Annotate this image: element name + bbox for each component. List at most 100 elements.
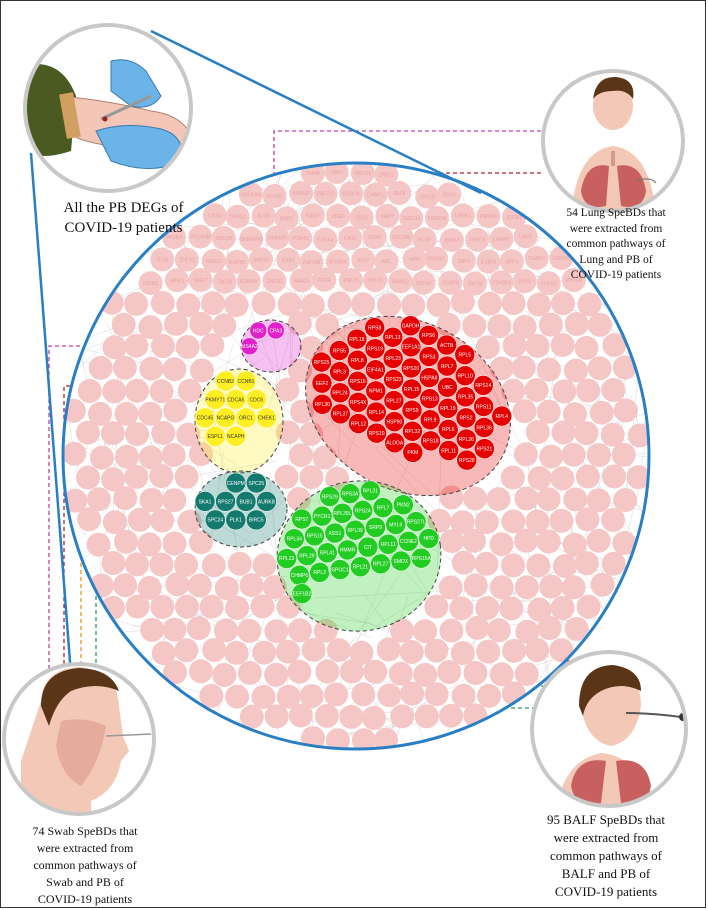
background-gene-node bbox=[424, 638, 449, 663]
red-gene-label: RPL24 bbox=[332, 391, 348, 397]
green-gene-node: RPL31 bbox=[360, 480, 381, 502]
background-gene-node bbox=[611, 442, 636, 467]
balf-illustration bbox=[530, 650, 688, 808]
yellow-gene-node: CDC6 bbox=[246, 389, 267, 410]
background-gene-node bbox=[413, 619, 438, 644]
teal-gene-label: SPC24 bbox=[207, 518, 223, 524]
background-gene-node bbox=[561, 442, 586, 467]
background-gene-node bbox=[125, 552, 149, 577]
red-gene-circle bbox=[402, 421, 423, 442]
background-gene-node bbox=[138, 271, 163, 296]
red-gene-node: RPS2 bbox=[455, 407, 477, 429]
background-gene-node bbox=[188, 224, 213, 249]
red-gene-node: RPS25 bbox=[311, 351, 332, 373]
green-gene-node: RPL27 bbox=[370, 553, 391, 575]
background-gene-node bbox=[362, 225, 387, 250]
background-gene-node bbox=[415, 184, 440, 209]
background-gene-node bbox=[150, 291, 175, 315]
background-gene-label: FAM208 bbox=[428, 216, 447, 222]
background-gene-node bbox=[552, 554, 577, 579]
background-gene-node bbox=[312, 267, 337, 292]
background-gene-node bbox=[626, 465, 649, 490]
background-gene-node bbox=[139, 356, 164, 381]
background-gene-node bbox=[277, 292, 302, 317]
swab-caption-line: COVID-19 patients bbox=[37, 892, 133, 906]
red-gene-node: RPS14 bbox=[473, 375, 494, 396]
yellow-gene-circle bbox=[225, 389, 247, 410]
network-edge bbox=[357, 192, 400, 258]
background-gene-node bbox=[211, 225, 236, 250]
yellow-gene-circle bbox=[215, 407, 236, 429]
magenta-gene-node: MS4A2 bbox=[240, 337, 259, 356]
green-gene-label: HMMR bbox=[340, 548, 356, 554]
network-edge bbox=[108, 696, 264, 749]
background-gene-label: SNRNP40 bbox=[240, 237, 263, 243]
background-gene-node bbox=[465, 227, 490, 252]
red-gene-node: ALDOA bbox=[384, 432, 405, 454]
background-gene-node bbox=[274, 464, 299, 489]
green-gene-circle bbox=[393, 494, 414, 515]
green-gene-circle bbox=[304, 525, 325, 547]
background-gene-node bbox=[176, 422, 201, 447]
background-gene-label: PHF21 bbox=[367, 278, 383, 284]
network-edge bbox=[186, 460, 277, 478]
red-gene-label: RPL5 bbox=[459, 352, 472, 358]
green-gene-label: CCNE2 bbox=[400, 539, 417, 545]
background-gene-node bbox=[589, 400, 614, 425]
teal-gene-circle bbox=[256, 491, 277, 512]
red-gene-label: RPL37 bbox=[333, 412, 349, 418]
green-gene-node: RPS24 bbox=[352, 500, 373, 521]
background-gene-node bbox=[487, 314, 512, 339]
background-gene-node bbox=[212, 313, 237, 338]
background-gene-node bbox=[436, 312, 461, 337]
background-gene-node bbox=[525, 509, 550, 534]
background-gene-label: CA12 bbox=[344, 236, 357, 242]
red-gene-label: EEF2 bbox=[316, 381, 329, 387]
green-gene-label: HPD bbox=[423, 536, 434, 542]
background-gene-node bbox=[276, 420, 300, 445]
red-gene-circle bbox=[347, 392, 369, 413]
background-gene-label: MYO9A bbox=[329, 260, 347, 266]
red-gene-circle bbox=[382, 326, 404, 348]
background-gene-node bbox=[562, 402, 587, 427]
background-gene-node bbox=[390, 704, 415, 729]
yellow-gene-label: CDC6 bbox=[249, 397, 263, 403]
red-gene-label: RPS5 bbox=[333, 348, 346, 354]
green-gene-circle bbox=[276, 548, 297, 569]
background-gene-node bbox=[287, 618, 312, 643]
green-gene-circle bbox=[357, 536, 379, 558]
red-gene-node: RPL3 bbox=[329, 361, 350, 382]
red-gene-node: RPL5 bbox=[454, 344, 476, 365]
teal-gene-label: SKA1 bbox=[199, 499, 212, 505]
background-gene-node bbox=[425, 206, 449, 230]
background-gene-label: CD3D bbox=[208, 213, 222, 219]
background-gene-label: TRMT6 bbox=[469, 238, 486, 244]
background-gene-label: ZMYM2 bbox=[553, 256, 571, 262]
red-gene-label: ACTB bbox=[440, 343, 454, 349]
green-gene-label: RPL34 bbox=[287, 537, 303, 543]
background-gene-node bbox=[339, 181, 364, 206]
background-gene-label: SMCO4 bbox=[402, 216, 420, 222]
yellow-gene-label: NCAPG bbox=[217, 416, 235, 422]
red-gene-node: RPL11 bbox=[438, 440, 459, 461]
background-gene-label: CFAP bbox=[368, 235, 382, 241]
magenta-gene-circle bbox=[267, 321, 285, 340]
background-gene-node bbox=[76, 465, 100, 490]
green-gene-circle bbox=[360, 480, 381, 502]
green-gene-label: RPS29 bbox=[322, 494, 338, 500]
background-gene-node bbox=[524, 378, 549, 403]
background-gene-node bbox=[401, 293, 426, 318]
background-gene-label: CMMCL bbox=[367, 193, 386, 199]
red-gene-node: RPS6 bbox=[418, 325, 439, 346]
red-gene-node: RPS19 bbox=[364, 338, 386, 359]
magenta-gene-circle bbox=[240, 337, 259, 356]
background-gene-label: MAP7 bbox=[381, 214, 395, 220]
green-gene-circle bbox=[337, 539, 358, 561]
teal-gene-node: SPC25 bbox=[246, 472, 267, 494]
green-gene-node: RPL3 bbox=[309, 562, 330, 583]
background-gene-node bbox=[499, 596, 524, 621]
background-gene-label: TRIM12 bbox=[229, 215, 247, 221]
background-gene-label: SOX4 bbox=[442, 193, 456, 199]
background-gene-node bbox=[538, 312, 563, 337]
